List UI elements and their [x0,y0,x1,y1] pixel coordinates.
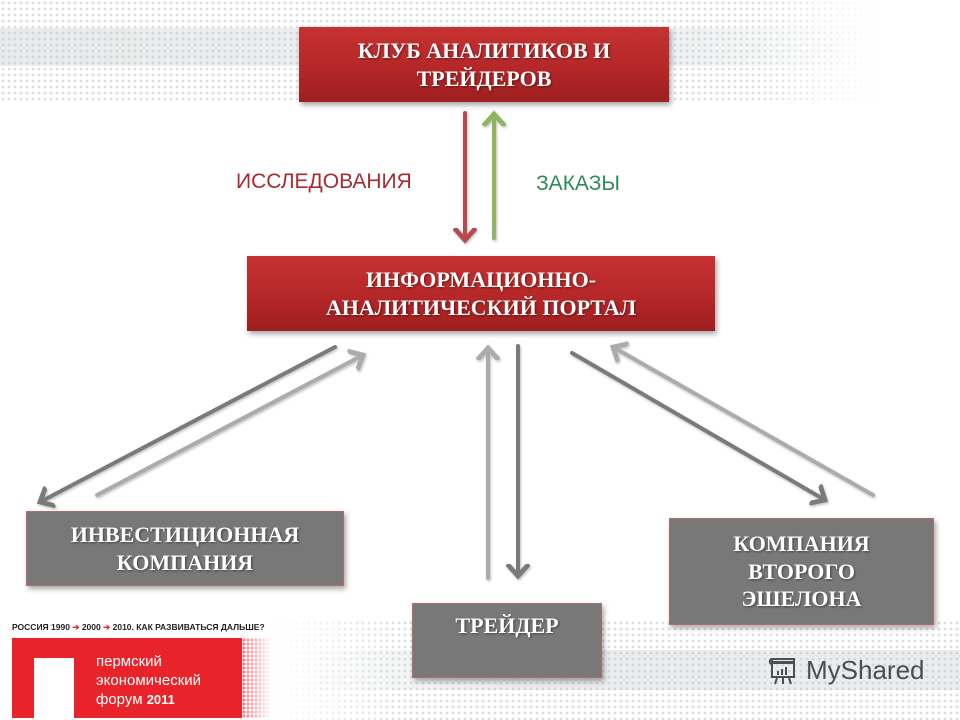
arrow-investment-to-portal [95,355,363,497]
forum-name-line: форум 2011 [96,690,201,709]
tagline-part: 2000 [81,622,101,632]
forum-name: пермский экономический форум 2011 [96,652,201,709]
halftone-pattern-bottom [270,620,960,720]
forum-logo: РОССИЯ 1990 ➔ 2000 ➔ 2010. КАК РАЗВИВАТЬ… [12,622,272,718]
forum-name-line: пермский [96,653,162,670]
edge-label-research: ИССЛЕДОВАНИЯ [236,170,412,193]
forum-tagline: РОССИЯ 1990 ➔ 2000 ➔ 2010. КАК РАЗВИВАТЬ… [12,622,265,633]
node-label-line: ЭШЕЛОНА [741,586,862,612]
forum-halftone-edge [222,638,272,718]
node-info-analytical-portal: ИНФОРМАЦИОННО- АНАЛИТИЧЕСКИЙ ПОРТАЛ [247,256,715,331]
tagline-arrow-icon: ➔ [72,622,80,632]
node-label-line: ВТОРОГО [748,558,855,584]
forum-name-line: экономический [96,672,202,689]
node-label-line: КЛУБ АНАЛИТИКОВ И [357,38,611,63]
node-label-line: ИНВЕСТИЦИОННАЯ [70,522,300,547]
node-analysts-traders-club: КЛУБ АНАЛИТИКОВ И ТРЕЙДЕРОВ [299,27,669,102]
node-label-line: ИНФОРМАЦИОННО- [365,267,597,292]
presentation-board-icon [768,657,795,684]
node-trader: ТРЕЙДЕР [412,603,602,678]
node-label-line: ТРЕЙДЕРОВ [416,65,552,91]
tagline-arrow-icon: ➔ [103,622,111,632]
node-label-line: ТРЕЙДЕР [455,613,559,638]
node-label-line: АНАЛИТИЧЕСКИЙ ПОРТАЛ [325,294,637,320]
edge-label-orders: ЗАКАЗЫ [536,172,620,195]
myshared-watermark: MyShared [766,655,925,686]
forum-name-word: форум [96,691,143,708]
node-investment-company: ИНВЕСТИЦИОННАЯ КОМПАНИЯ [26,511,344,586]
tagline-part: 2010. КАК РАЗВИВАТЬСЯ ДАЛЬШЕ? [112,622,265,632]
tagline-part: РОССИЯ 1990 [12,622,70,632]
watermark-text: MyShared [806,655,925,685]
node-second-tier-company: КОМПАНИЯ ВТОРОГО ЭШЕЛОНА [669,518,934,625]
forum-year: 2011 [146,692,175,707]
forum-pi-shape-icon [34,658,74,718]
node-label-line: КОМПАНИЯ [733,531,870,557]
arrow-portal-to-investment [40,345,337,502]
node-label-line: КОМПАНИЯ [116,549,254,575]
arrow-second-tier-to-portal [613,347,875,497]
arrow-portal-to-second-tier [570,351,825,500]
